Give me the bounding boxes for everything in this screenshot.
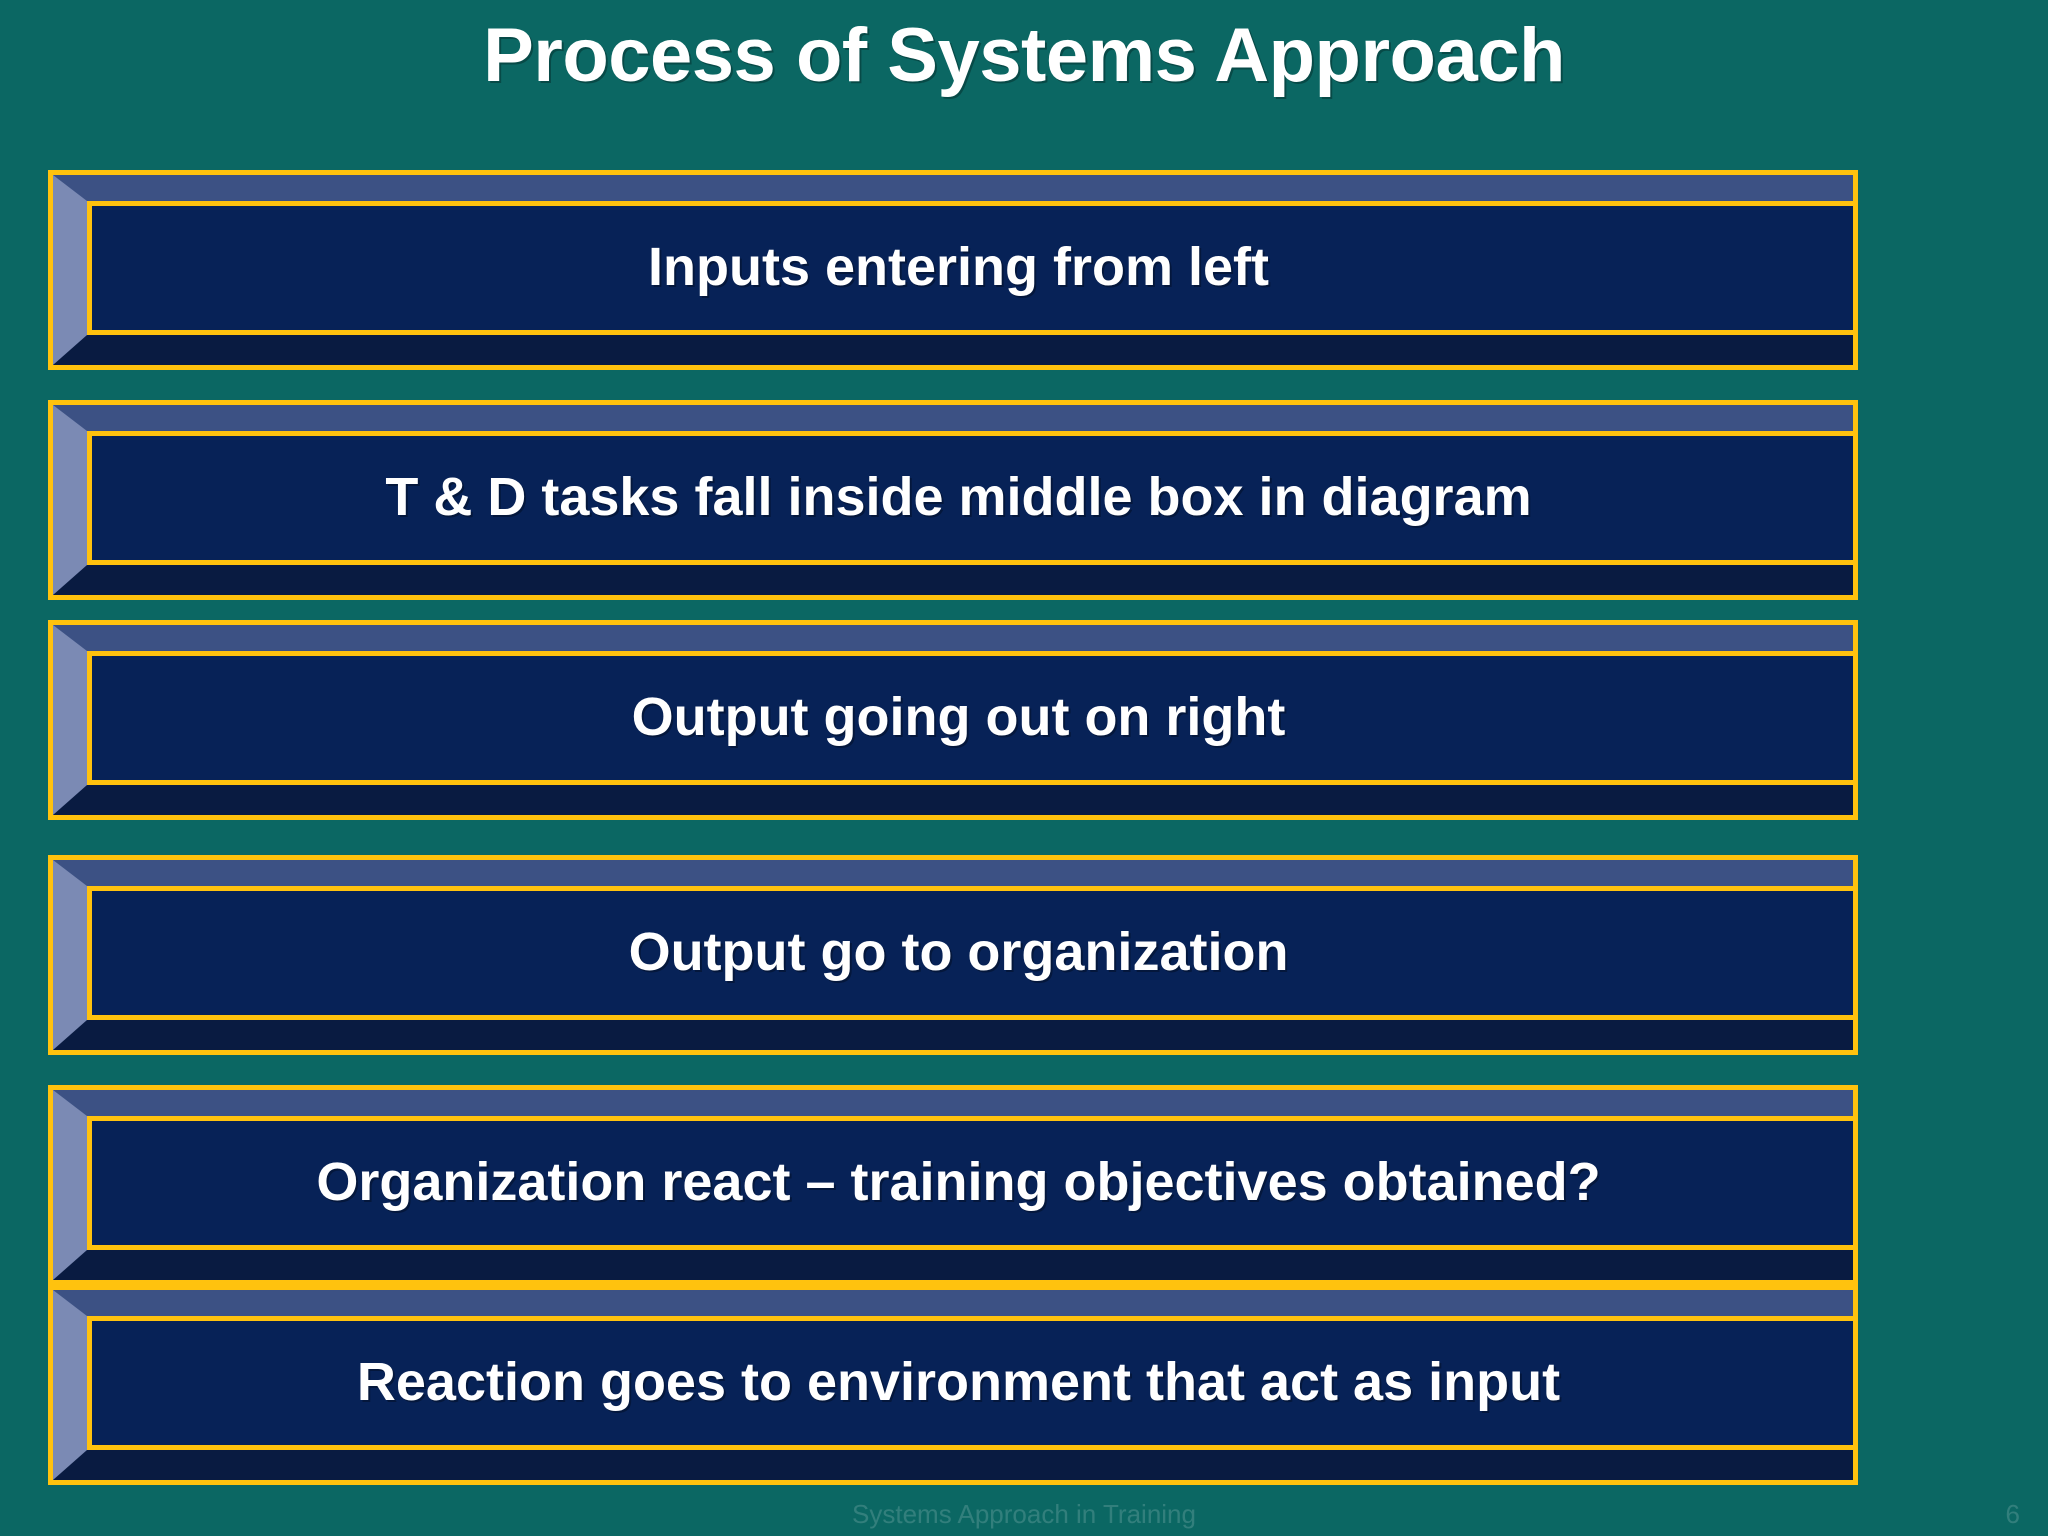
bevel-bottom-face-6 [53, 1450, 1853, 1480]
bevel-bottom-face-3 [53, 785, 1853, 815]
process-step-label-3: Output going out on right [631, 687, 1286, 748]
process-step-face-1: Inputs entering from left [87, 201, 1853, 335]
process-step-label-4: Output go to organization [628, 922, 1289, 983]
bevel-bottom-face-1 [53, 335, 1853, 365]
page-title: Process of Systems Approach [483, 13, 1565, 98]
bevel-left-face-1 [53, 175, 87, 365]
footer-page-number: 6 [2005, 1499, 2020, 1529]
process-step-box-1[interactable]: Inputs entering from left [48, 170, 1858, 370]
process-step-face-6: Reaction goes to environment that act as… [87, 1316, 1853, 1450]
footer-watermark: Systems Approach in Training [852, 1499, 1196, 1529]
process-step-face-4: Output go to organization [87, 886, 1853, 1020]
bevel-left-face-3 [53, 625, 87, 815]
process-step-face-3: Output going out on right [87, 651, 1853, 785]
process-step-label-1: Inputs entering from left [648, 237, 1269, 298]
bevel-left-face-5 [53, 1090, 87, 1280]
process-step-face-2: T & D tasks fall inside middle box in di… [87, 431, 1853, 565]
process-step-box-2[interactable]: T & D tasks fall inside middle box in di… [48, 400, 1858, 600]
process-step-box-3[interactable]: Output going out on right [48, 620, 1858, 820]
process-step-box-5[interactable]: Organization react – training objectives… [48, 1085, 1858, 1285]
process-step-box-6[interactable]: Reaction goes to environment that act as… [48, 1285, 1858, 1485]
bevel-bottom-face-5 [53, 1250, 1853, 1280]
process-step-box-4[interactable]: Output go to organization [48, 855, 1858, 1055]
process-step-label-2: T & D tasks fall inside middle box in di… [385, 467, 1532, 528]
process-step-face-5: Organization react – training objectives… [87, 1116, 1853, 1250]
bevel-bottom-face-2 [53, 565, 1853, 595]
bevel-bottom-face-4 [53, 1020, 1853, 1050]
bevel-left-face-2 [53, 405, 87, 595]
process-step-label-6: Reaction goes to environment that act as… [356, 1352, 1561, 1413]
process-step-label-5: Organization react – training objectives… [316, 1152, 1601, 1213]
bevel-left-face-6 [53, 1290, 87, 1480]
bevel-left-face-4 [53, 860, 87, 1050]
